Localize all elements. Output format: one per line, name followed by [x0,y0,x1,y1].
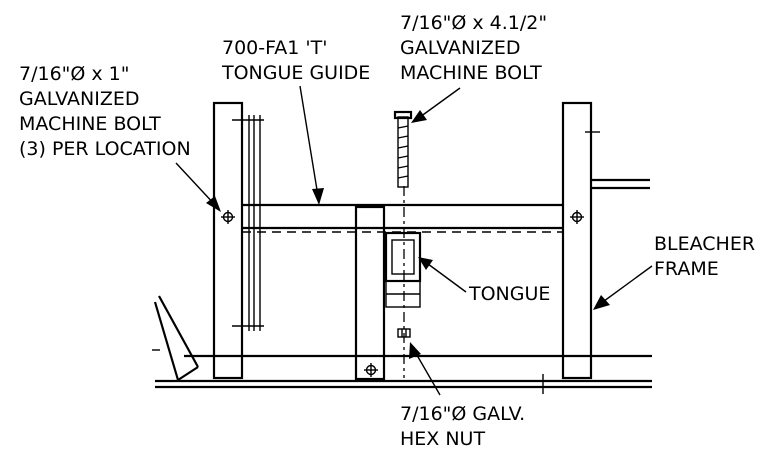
callout-bleacher-frame-line-2: FRAME [654,258,719,280]
tongue-guide [242,203,563,233]
bolt-hole-left [221,210,235,224]
callout-bolt-long-line-2: GALVANIZED [400,37,520,59]
callout-bolt-short-line-2: GALVANIZED [19,88,139,110]
callout-hex-nut: 7/16"Ø GALV. HEX NUT [400,403,525,450]
ground-line [155,374,652,394]
bolt-hole-plate [364,363,378,377]
callout-bleacher-frame: BLEACHER FRAME [654,233,755,280]
callout-hex-nut-line-2: HEX NUT [400,428,485,450]
callout-tongue: TONGUE [468,283,550,305]
leader-tongue [418,257,467,293]
bolt-hole-right [570,210,584,224]
tongue [384,231,422,308]
leader-tongue-guide [299,85,324,205]
callout-bolt-long: 7/16"Ø x 4.1/2" GALVANIZED MACHINE BOLT [400,12,547,84]
callout-bleacher-frame-line-1: BLEACHER [654,233,755,255]
callout-tongue-guide-line-1: 700-FA1 'T' [222,37,327,59]
callout-tongue-guide: 700-FA1 'T' TONGUE GUIDE [221,37,370,84]
leader-bolt-short [175,162,221,212]
leader-hex-nut [409,342,441,396]
leader-bleacher-frame [593,265,653,310]
hex-nut [397,328,411,338]
callout-bolt-short-line-1: 7/16"Ø x 1" [19,63,130,85]
callout-bolt-short-line-4: (3) PER LOCATION [19,138,191,160]
left-post [212,101,264,380]
callout-hex-nut-line-1: 7/16"Ø GALV. [400,403,525,425]
leader-bolt-long [411,87,461,123]
callout-tongue-guide-line-2: TONGUE GUIDE [221,62,370,84]
callout-tongue-line-1: TONGUE [468,283,550,305]
callout-bolt-short-line-3: MACHINE BOLT [19,113,161,135]
right-post [561,101,650,380]
guide-plate [354,205,386,381]
angled-member [152,295,199,381]
callout-bolt-long-line-1: 7/16"Ø x 4.1/2" [400,12,547,34]
callout-bolt-short: 7/16"Ø x 1" GALVANIZED MACHINE BOLT (3) … [19,63,191,160]
long-bolt [393,110,413,378]
callout-bolt-long-line-3: MACHINE BOLT [400,62,542,84]
